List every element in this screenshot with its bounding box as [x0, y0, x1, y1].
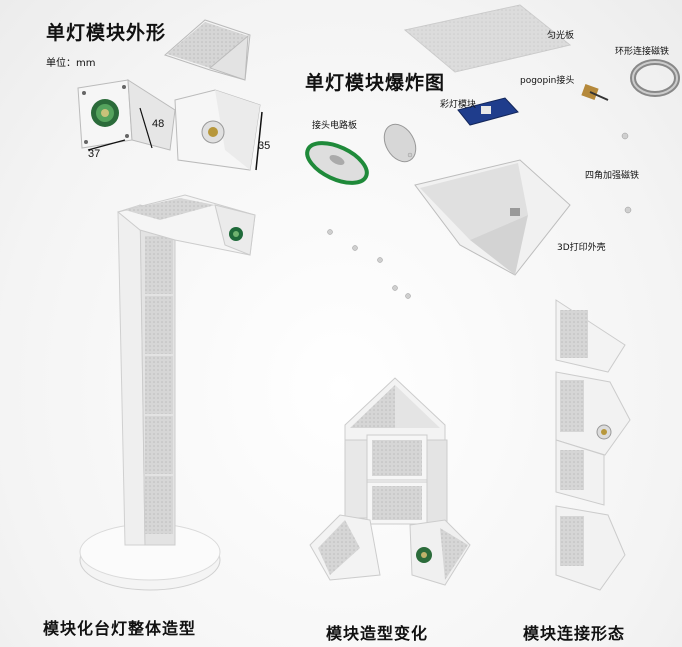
- label-corner-magnets: 四角加强磁铁: [585, 171, 640, 181]
- caption-table-lamp: 模块化台灯整体造型: [43, 619, 197, 638]
- unit-label: 单位：mm: [46, 58, 96, 69]
- corner-magnets: [327, 132, 632, 299]
- label-rgb-module: 彩灯模块: [440, 100, 477, 110]
- exploded-view-title: 单灯模块爆炸图: [305, 72, 446, 94]
- pogopin-connector: [581, 83, 609, 101]
- table-lamp: [79, 194, 256, 591]
- module-shape-title: 单灯模块外形: [46, 22, 167, 44]
- label-pogopin: pogopin接头: [520, 76, 575, 86]
- ring-magnet: [630, 59, 680, 97]
- module-back-view: [174, 89, 263, 171]
- dimension-35: 35: [258, 140, 271, 152]
- caption-shape-change: 模块造型变化: [326, 624, 429, 643]
- shape-change-figure: [309, 377, 471, 586]
- metal-disk: [383, 123, 417, 163]
- module-top-view: [164, 19, 251, 81]
- label-connector-pcb: 接头电路板: [312, 121, 358, 131]
- diffuser-plate: [403, 4, 572, 73]
- connector-pcb: [305, 141, 369, 185]
- dimension-37: 37: [88, 148, 101, 160]
- caption-connection: 模块连接形态: [523, 624, 626, 643]
- label-printed-shell: 3D打印外壳: [557, 243, 606, 253]
- printed-shell: [414, 159, 571, 276]
- rgb-led-module: [457, 97, 519, 126]
- label-diffuser: 匀光板: [547, 31, 575, 41]
- dimension-48: 48: [152, 118, 165, 130]
- connection-modules: [555, 299, 631, 591]
- module-front-view: [77, 79, 176, 151]
- label-ring-magnet: 环形连接磁铁: [615, 47, 670, 57]
